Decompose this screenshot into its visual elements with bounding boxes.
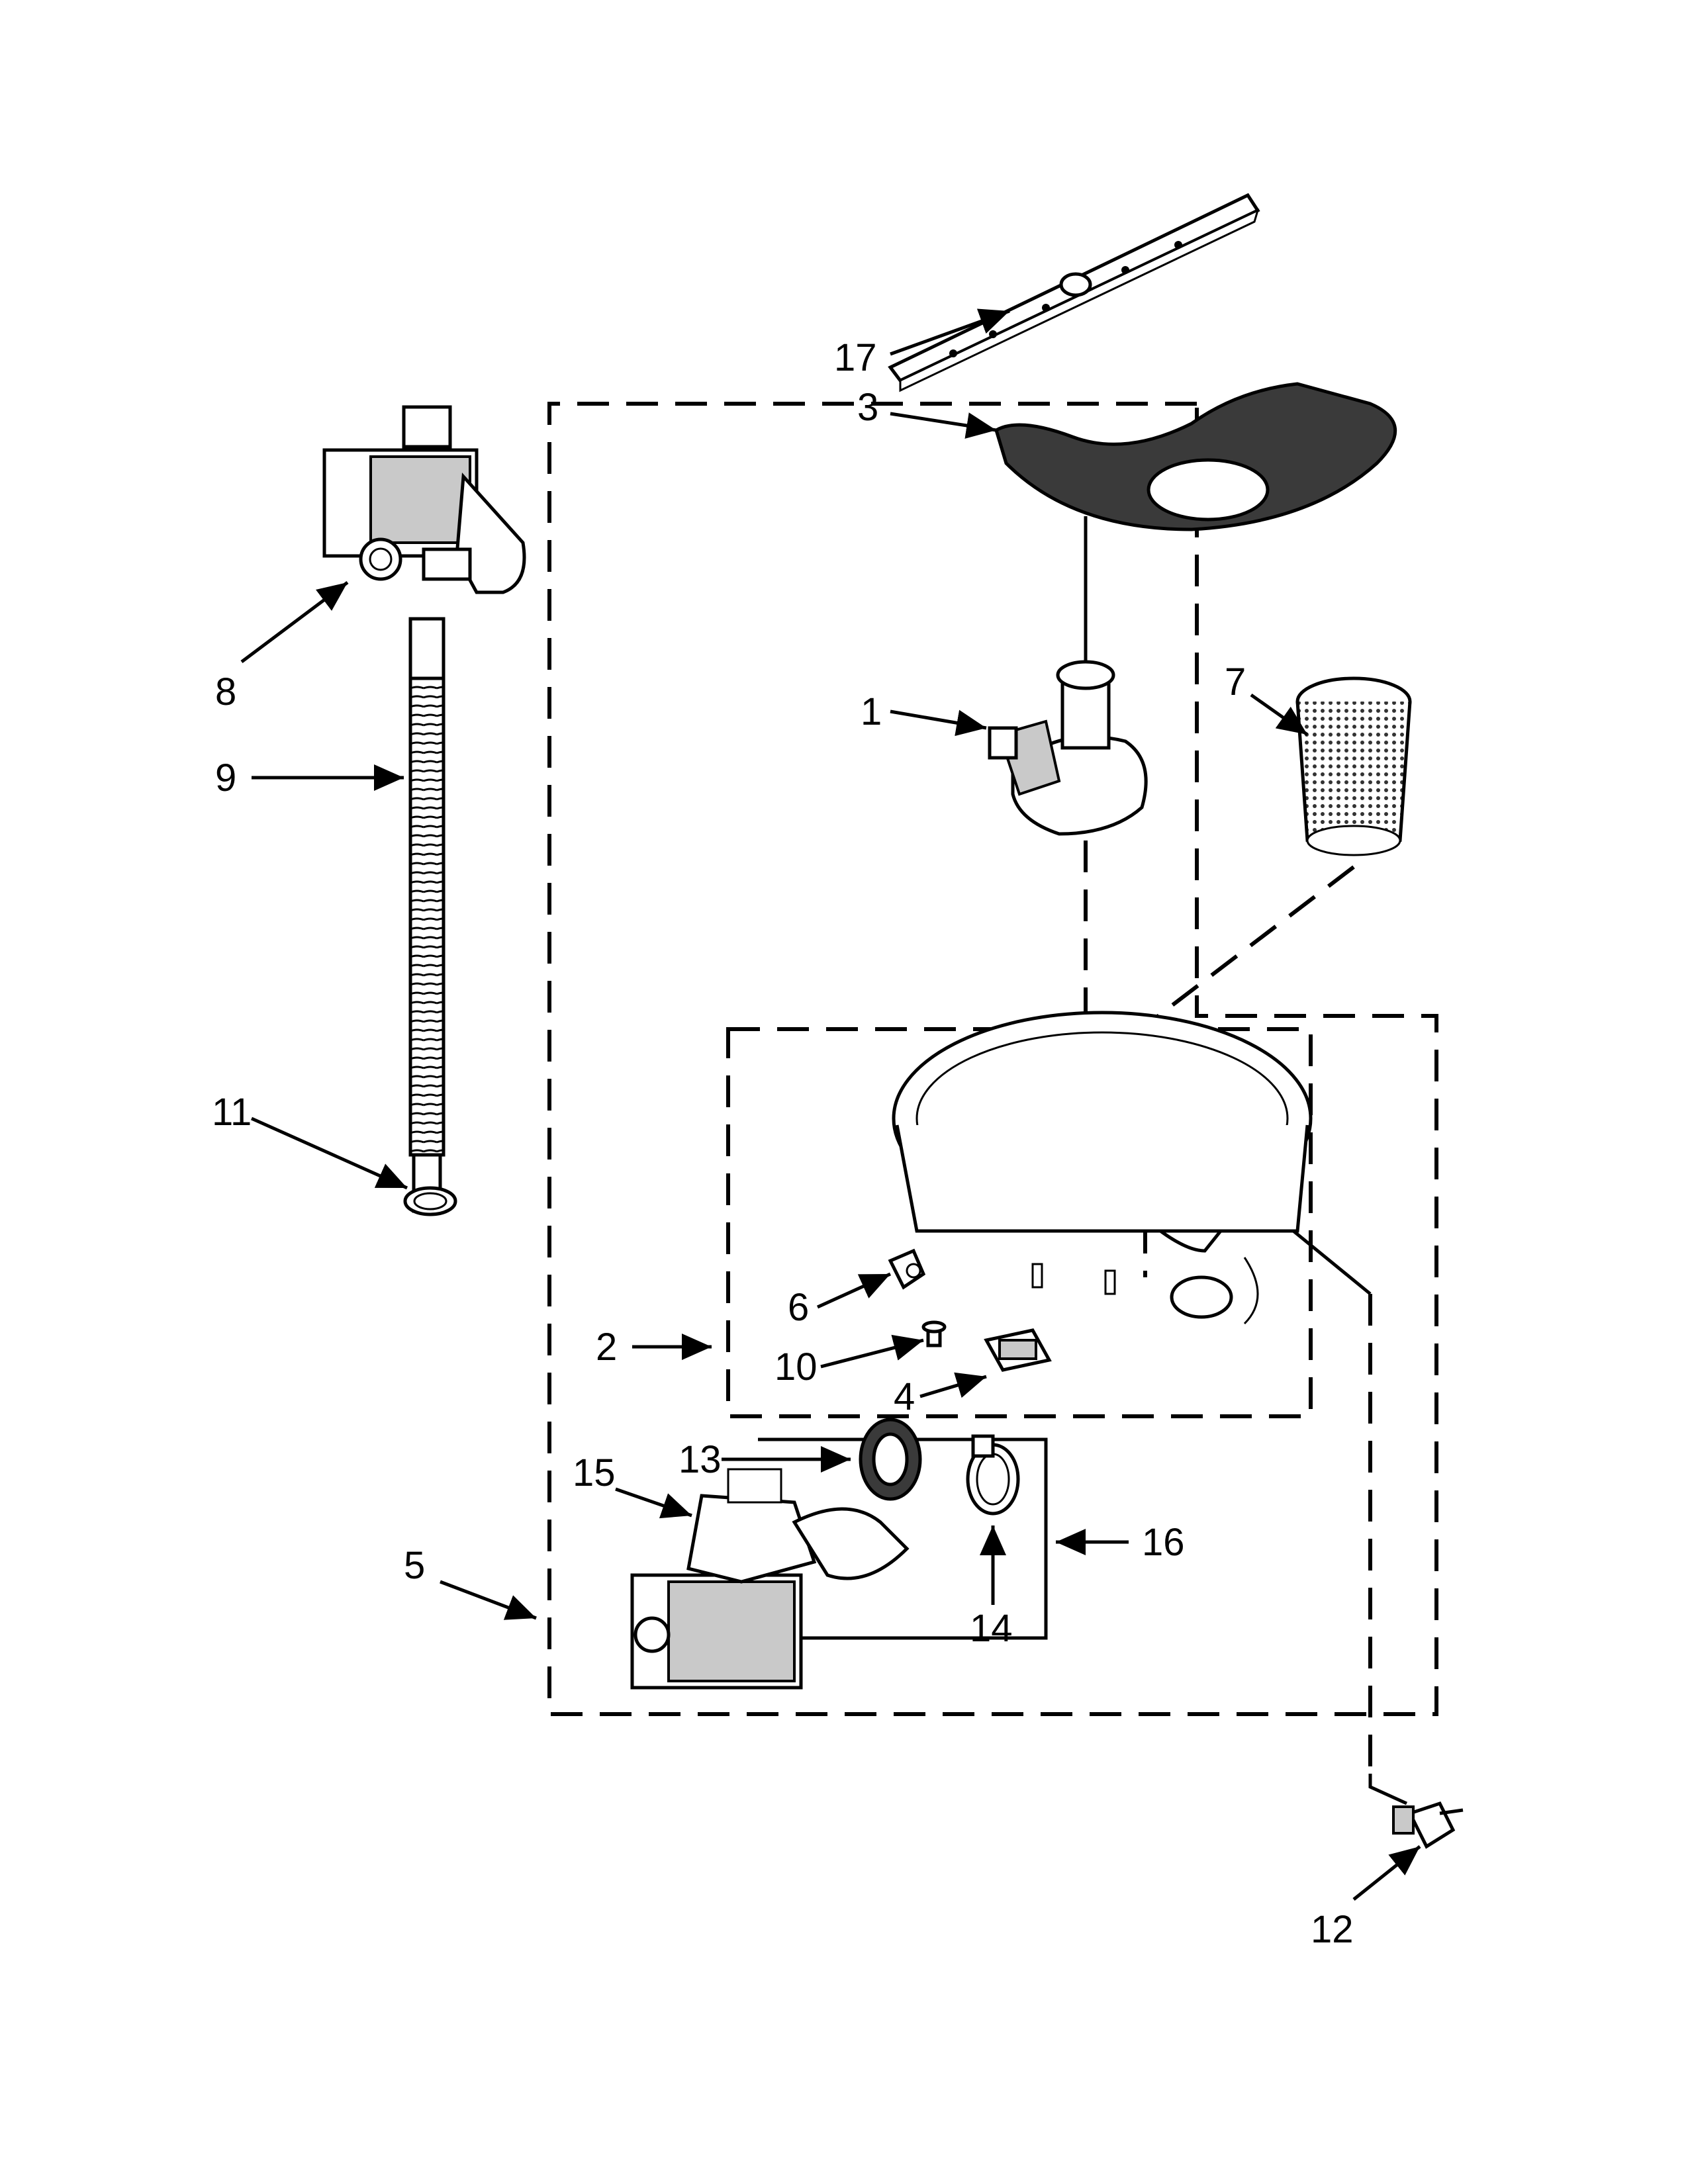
callout-5: 5: [404, 1544, 425, 1587]
callout-16: 16: [1142, 1521, 1185, 1564]
hose-clamp-icon: [966, 1434, 1020, 1516]
callout-4: 4: [894, 1375, 915, 1418]
filter-cover-icon: [994, 382, 1397, 531]
screw-icon: [921, 1320, 947, 1347]
callout-3: 3: [857, 386, 878, 429]
drain-pump-icon: [322, 405, 526, 594]
thermistor-icon: [1392, 1801, 1464, 1849]
callout-14: 14: [970, 1607, 1013, 1650]
callout-12: 12: [1311, 1908, 1354, 1951]
assembly-outline-5: [547, 402, 1438, 1716]
callout-6: 6: [788, 1286, 809, 1329]
callout-1: 1: [861, 690, 882, 733]
callout-8: 8: [215, 670, 236, 713]
seal-icon: [859, 1418, 922, 1501]
callout-17: 17: [834, 336, 877, 379]
sump-icon: [892, 1011, 1313, 1325]
connector-icon: [984, 1328, 1052, 1372]
callout-13: 13: [679, 1438, 722, 1481]
callout-11: 11: [212, 1091, 252, 1134]
drain-hose-icon: [408, 617, 445, 1213]
sensor-icon: [888, 1248, 926, 1290]
callout-15: 15: [573, 1451, 616, 1494]
leader-arrows: [240, 308, 1421, 1901]
callout-10: 10: [774, 1345, 818, 1388]
callout-9: 9: [215, 756, 236, 799]
callout-2: 2: [596, 1326, 617, 1369]
filter-basket-icon: [1295, 676, 1412, 856]
pump-housing-icon: [988, 660, 1148, 836]
callout-7: 7: [1225, 660, 1246, 704]
clamp-icon: [403, 1186, 457, 1216]
assembly-outline-2: [726, 1027, 1313, 1418]
spray-arm-icon: [888, 193, 1260, 392]
circulation-pump-icon: [630, 1468, 910, 1690]
callout-labels: 17 3 8 9 1 7 11 6 2 10 4 13 15 16 5 14 1…: [212, 336, 1354, 1951]
